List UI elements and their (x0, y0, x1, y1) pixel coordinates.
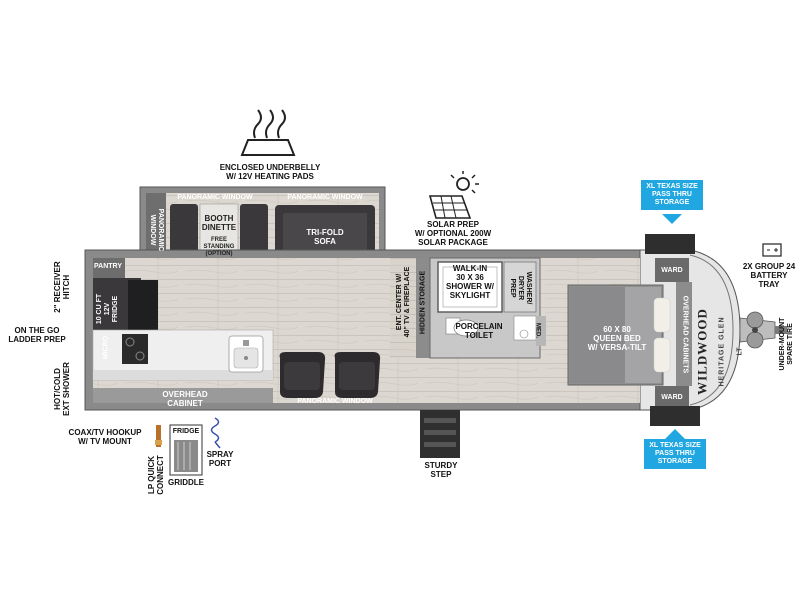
toilet-icon (445, 317, 479, 337)
med-label: MED. (534, 323, 541, 338)
wardrobe-top (655, 258, 689, 282)
recliner-icon (334, 352, 381, 398)
bathroom (429, 257, 546, 359)
panoramic-window-label-top-right: PANORAMIC WINDOW (287, 194, 363, 201)
spare-tire-icon (752, 327, 758, 333)
med-cabinet (536, 316, 546, 346)
receiver-hitch-label: 2" RECEIVER HITCH (53, 261, 71, 313)
outdoor-fridge-label: FRIDGE (172, 428, 200, 435)
pantry-cabinet (93, 258, 125, 278)
brand-main-text: WILDWOOD (694, 308, 710, 395)
storage-callout-bottom: XL TEXAS SIZE PASS THRU STORAGE (644, 439, 706, 469)
heat-pad-icon (240, 109, 296, 156)
pantry-label: PANTRY (94, 263, 122, 270)
panoramic-window-label-side: PANORAMIC WINDOW (149, 208, 164, 252)
washer-dryer-label: WASHER/ DRYER PREP (509, 271, 532, 305)
stove-icon (122, 334, 148, 364)
sturdy-step-label: STURDY STEP (424, 461, 458, 479)
hidden-storage-label: HIDDEN STORAGE (419, 270, 427, 335)
storage-door-top (645, 234, 695, 254)
storage-callout-top: XL TEXAS SIZE PASS THRU STORAGE (641, 180, 703, 210)
overhead-cabinets-strip (676, 282, 692, 386)
brand-logo: WILDWOOD HERITAGE GLEN LT (687, 302, 754, 402)
booth-dinette-label: BOOTH DINETTE (201, 214, 237, 232)
ent-center-wall (390, 258, 430, 358)
porcelain-toilet-label: PORCELAIN TOILET (455, 322, 503, 340)
griddle-label: GRIDDLE (168, 478, 204, 487)
lp-quick-connect-label: LP QUICK CONNECT (147, 455, 165, 495)
coax-hookup-label: COAX/TV HOOKUP W/ TV MOUNT (68, 428, 142, 446)
free-standing-label: FREE STANDING (OPTION) (203, 237, 235, 257)
step-icon (420, 410, 460, 458)
sink-icon (228, 335, 264, 373)
brand-sub-text: HERITAGE GLEN (718, 316, 726, 387)
solar-prep-label: SOLAR PREP W/ OPTIONAL 200W SOLAR PACKAG… (414, 220, 492, 247)
ward-label-top: WARD (661, 267, 683, 274)
panoramic-window-label-bottom: PANORAMIC WINDOW (297, 398, 373, 405)
outdoor-kitchen (169, 424, 203, 476)
overhead-cabinet-label: OVERHEAD CABINET (162, 390, 208, 408)
spray-hose-icon (210, 417, 221, 449)
storage-door-bottom (650, 406, 700, 426)
micro-label: MICRO (102, 335, 110, 360)
spray-port-label: SPRAY PORT (206, 450, 234, 468)
queen-bed-label: 60 X 80 QUEEN BED W/ VERSA-TILT (587, 325, 647, 352)
shower (437, 261, 503, 313)
storage-callout-top-arrow (662, 214, 682, 224)
dinette-bench-left (170, 204, 198, 261)
brand-mark-text: LT (736, 347, 744, 356)
panoramic-window-label-top-left: PANORAMIC WINDOW (177, 194, 253, 201)
ladder-prep-label: ON THE GO LADDER PREP (8, 326, 66, 344)
ent-center-label: ENT. CENTER W/ 40" TV & FIREPLACE (396, 266, 411, 338)
ext-shower-label: HOT/COLD EXT SHOWER (53, 362, 71, 416)
ward-label-bottom: WARD (661, 394, 683, 401)
storage-callout-bottom-arrow (665, 429, 685, 439)
washer-dryer-prep (503, 261, 537, 313)
spare-tire-label: UNDER-MOUNT SPARE TIRE (779, 317, 794, 371)
walk-in-shower-label: WALK-IN 30 X 36 SHOWER W/ SKYLIGHT (446, 264, 494, 300)
wardrobe-bottom (655, 386, 689, 406)
dinette-bench-right (240, 204, 268, 261)
enclosed-underbelly-label: ENCLOSED UNDERBELLY W/ 12V HEATING PADS (219, 163, 321, 181)
battery-icon (762, 243, 782, 257)
lp-connect-icon (155, 425, 162, 447)
solar-panel-icon (428, 171, 479, 219)
kitchen (92, 258, 274, 403)
tongue-hitch (739, 311, 787, 349)
bedroom (546, 258, 692, 406)
tri-fold-sofa-label: TRI-FOLD SOFA (306, 228, 344, 246)
battery-tray-label: 2X GROUP 24 BATTERY TRAY (742, 262, 796, 289)
recliner-icon (279, 352, 326, 398)
